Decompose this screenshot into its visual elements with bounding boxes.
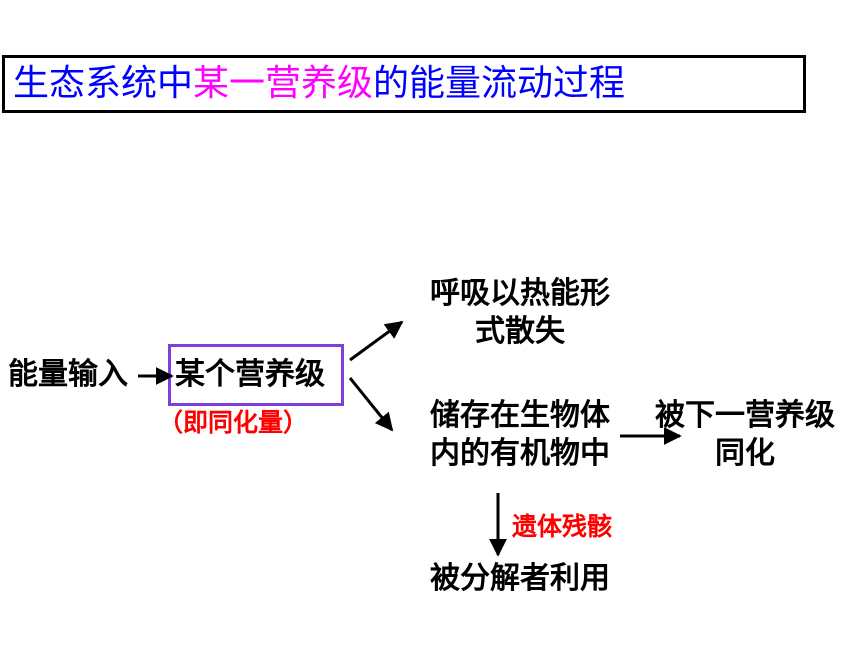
title-box: 生态系统中某一营养级的能量流动过程: [2, 55, 806, 113]
respiration-label-line-2: 式散失: [475, 314, 565, 349]
arrow-to-storage: [348, 377, 394, 432]
title-part-1: 生态系统中: [13, 63, 194, 104]
decomposers-label: 被分解者利用: [430, 561, 610, 596]
energy-input-label: 能量输入: [8, 357, 128, 392]
storage-label-line-1: 储存在生物体: [430, 398, 610, 433]
storage-label-line-2: 内的有机物中: [430, 436, 610, 471]
remains-label: 遗体残骸: [512, 512, 613, 541]
next-level-label-line-1: 被下一营养级: [655, 398, 835, 433]
next-level-label-line-2: 同化: [715, 436, 775, 471]
assimilation-note: （即同化量）: [158, 408, 309, 437]
title-highlight: 某一营养级: [193, 63, 374, 104]
title-part-3: 的能量流动过程: [373, 63, 626, 104]
trophic-level-label: 某个营养级: [175, 357, 325, 392]
arrow-to-respiration: [349, 320, 404, 362]
respiration-label-line-1: 呼吸以热能形: [430, 276, 610, 311]
